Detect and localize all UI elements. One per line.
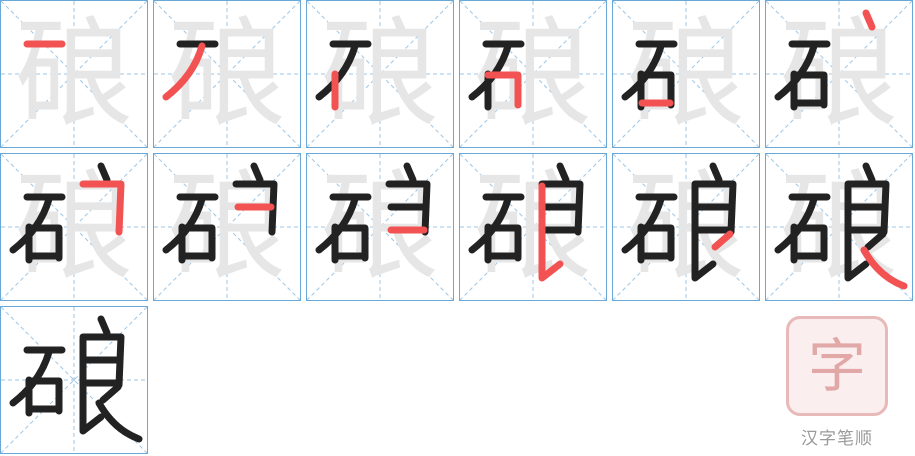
- stroke-progress: [23, 40, 66, 48]
- stroke-progress: [162, 40, 219, 101]
- completed-stroke: [844, 182, 870, 282]
- completed-stroke: [25, 224, 63, 262]
- stroke-progress: [9, 162, 125, 264]
- stroke-step-9: 硠: [306, 153, 454, 301]
- current-stroke: [162, 42, 206, 101]
- stroke-step-10: 硠: [459, 153, 607, 301]
- completed-stroke: [862, 162, 876, 184]
- ghost-character: 硠: [14, 5, 133, 143]
- current-stroke: [484, 71, 522, 109]
- completed-stroke: [637, 224, 675, 262]
- stroke-progress: [315, 40, 372, 111]
- completed-stroke: [315, 42, 359, 101]
- completed-stroke: [178, 224, 216, 262]
- completed-stroke: [790, 71, 828, 109]
- guide-grid: [1, 1, 147, 147]
- stroke-step-6: 硠: [765, 0, 913, 148]
- stroke-step-13: [0, 306, 148, 454]
- stroke-step-8: 硠: [153, 153, 301, 301]
- completed-stroke: [403, 162, 417, 184]
- stroke-progress: [621, 40, 678, 111]
- completed-stroke: [25, 377, 63, 415]
- current-stroke: [79, 180, 125, 236]
- completed-stroke: [79, 335, 105, 435]
- completed-stroke: [556, 162, 570, 184]
- stroke-progress: [162, 162, 278, 264]
- stamp-logo: 字: [786, 316, 888, 416]
- stroke-step-3: 硠: [306, 0, 454, 148]
- stroke-step-12: 硠: [765, 153, 913, 301]
- completed-stroke: [250, 162, 264, 184]
- stroke-progress: [315, 162, 431, 264]
- stroke-step-11: 硠: [612, 153, 760, 301]
- stroke-progress: [9, 315, 143, 443]
- completed-stroke: [95, 399, 143, 443]
- stroke-progress: [774, 9, 876, 111]
- completed-stroke: [331, 224, 369, 262]
- current-stroke: [711, 230, 734, 251]
- completed-stroke: [97, 162, 111, 184]
- completed-stroke: [484, 224, 522, 262]
- stroke-step-4: 硠: [459, 0, 607, 148]
- completed-stroke: [864, 230, 887, 251]
- completed-stroke: [709, 162, 723, 184]
- stamp-logo-character: 字: [807, 332, 866, 400]
- stroke-progress: [468, 162, 584, 282]
- completed-stroke: [691, 182, 717, 282]
- stroke-progress: [468, 40, 525, 111]
- completed-stroke: [232, 180, 278, 236]
- guide-grid: [307, 1, 453, 147]
- stroke-progress: [774, 162, 908, 290]
- current-stroke: [862, 9, 876, 31]
- stroke-step-7: 硠: [0, 153, 148, 301]
- completed-stroke: [790, 224, 828, 262]
- stroke-step-2: 硠: [153, 0, 301, 148]
- guide-grid: [460, 1, 606, 147]
- current-stroke: [860, 246, 908, 290]
- completed-stroke: [637, 71, 675, 109]
- current-stroke: [538, 182, 564, 282]
- completed-stroke: [538, 180, 584, 236]
- completed-stroke: [99, 383, 122, 404]
- guide-grid: [613, 1, 759, 147]
- stroke-step-5: 硠: [612, 0, 760, 148]
- completed-stroke: [844, 180, 890, 236]
- stroke-step-1: 硠: [0, 0, 148, 148]
- watermark-text: 汉字笔顺: [801, 429, 873, 449]
- completed-stroke: [97, 315, 111, 337]
- guide-grid: [766, 1, 912, 147]
- completed-stroke: [385, 180, 431, 236]
- guide-grid: [154, 1, 300, 147]
- completed-stroke: [79, 333, 125, 389]
- stroke-progress: [621, 162, 737, 282]
- completed-stroke: [691, 180, 737, 236]
